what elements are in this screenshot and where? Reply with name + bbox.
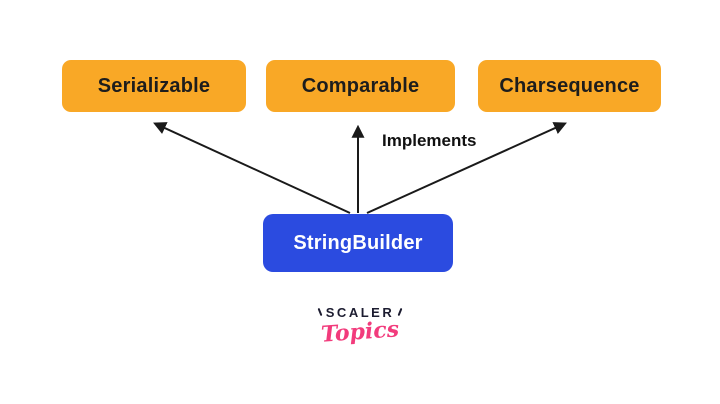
class-label: StringBuilder — [293, 231, 423, 254]
interface-label: Serializable — [97, 74, 211, 97]
interface-node-charsequence: Charsequence — [478, 60, 661, 112]
implements-label: Implements — [382, 131, 477, 150]
brand-sub-text: Topics — [320, 316, 400, 348]
brand-logo: SCALER Topics — [0, 303, 720, 348]
interface-label: Comparable — [301, 74, 420, 97]
interface-node-comparable: Comparable — [266, 60, 455, 112]
brand-name-text: SCALER — [325, 304, 395, 320]
class-node-stringbuilder: StringBuilder — [263, 214, 453, 272]
logo-mark-icon — [397, 307, 403, 317]
interface-label: Charsequence — [499, 74, 640, 97]
arrow-stringbuilder-to-serializable — [153, 122, 351, 214]
brand-name-row: SCALER — [317, 304, 403, 320]
interface-node-serializable: Serializable — [62, 60, 246, 112]
logo-mark-icon — [317, 307, 323, 317]
